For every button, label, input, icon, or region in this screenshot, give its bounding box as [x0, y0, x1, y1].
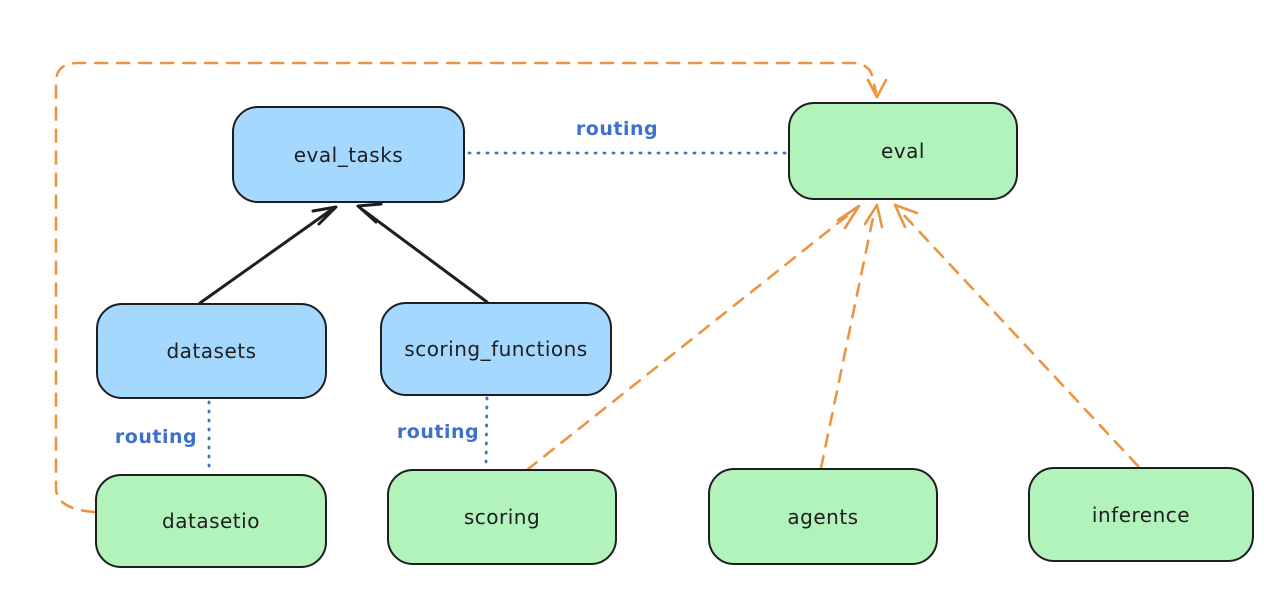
node-inference: inference [1028, 467, 1254, 562]
node-label-datasetio: datasetio [162, 509, 260, 533]
node-label-scoring-functions: scoring_functions [404, 337, 588, 361]
node-eval: eval [788, 102, 1018, 200]
arrowhead-datasetio-to-eval [866, 78, 888, 99]
node-label-eval: eval [881, 139, 925, 163]
arrowhead-scoring-to-eval [836, 204, 861, 230]
node-label-inference: inference [1091, 502, 1191, 527]
node-label-scoring: scoring [463, 505, 541, 529]
edge-label-routing-eval-tasks-eval: routing [575, 118, 659, 140]
node-agents: agents [708, 468, 938, 565]
node-datasetio: datasetio [95, 474, 327, 568]
node-label-eval-tasks: eval_tasks [293, 142, 404, 167]
edge-agents-to-eval [819, 211, 876, 470]
arrowhead-inference-to-eval [893, 203, 919, 229]
edge-label-routing-scoring-functions-scoring: routing [396, 421, 480, 443]
arrowhead-scoring-functions-to-eval-tasks [356, 202, 383, 224]
edge-datasets-to-eval-tasks [198, 208, 333, 305]
edge-scoring-functions-to-scoring-dotted [484, 396, 489, 468]
arrowhead-datasets-to-eval-tasks [311, 205, 338, 226]
edge-scoring-functions-to-eval-tasks [361, 208, 489, 304]
edge-label-routing-datasets-datasetio: routing [114, 426, 198, 448]
node-datasets: datasets [96, 303, 327, 399]
node-eval-tasks: eval_tasks [232, 106, 465, 203]
node-scoring: scoring [387, 469, 617, 565]
edge-datasetio-to-eval-loop [54, 61, 878, 514]
edge-scoring-to-eval [525, 210, 854, 472]
node-label-agents: agents [787, 504, 859, 529]
edge-inference-to-eval [899, 210, 1140, 468]
node-label-datasets: datasets [166, 339, 257, 363]
node-scoring-functions: scoring_functions [380, 302, 612, 396]
arrowhead-agents-to-eval [863, 203, 884, 229]
